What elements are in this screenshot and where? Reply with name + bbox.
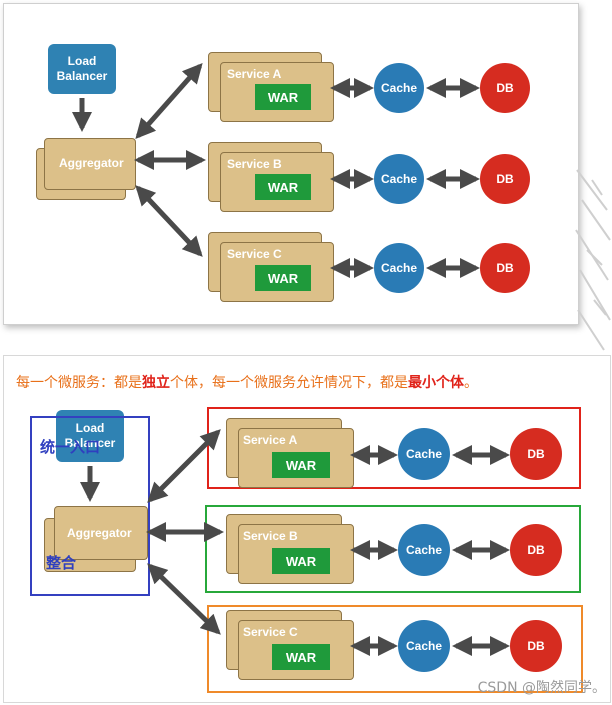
service-c-highlight-box [207, 605, 583, 693]
service-a-label-2: Service A [243, 433, 298, 447]
cache-label: Cache [405, 639, 443, 653]
service-a-db-2: DB [510, 428, 562, 480]
cache-label: Cache [380, 261, 418, 275]
caption-part-4: 最小个体 [408, 375, 464, 391]
service-b-highlight-box [205, 505, 581, 593]
service-b-cache-2: Cache [398, 524, 450, 576]
caption-part-3: 个体，每一个微服务允许情况下，都是 [170, 375, 408, 391]
war-label: WAR [267, 179, 299, 195]
service-a-cache: Cache [374, 63, 424, 113]
load-balancer-box: Load Balancer [48, 44, 116, 94]
db-label: DB [496, 172, 514, 186]
cache-label: Cache [405, 543, 443, 557]
war-label: WAR [285, 457, 317, 473]
war-label: WAR [285, 649, 317, 665]
service-c-war: WAR [255, 265, 311, 291]
aggregator-label: Aggregator [59, 156, 124, 170]
war-label: WAR [267, 89, 299, 105]
service-c-card-2: Service C [238, 620, 354, 680]
service-c-db: DB [480, 243, 530, 293]
unified-entry-label: 统一入口 [40, 438, 101, 456]
caption-part-5: 。 [464, 375, 478, 391]
service-b-db: DB [480, 154, 530, 204]
decorative-scribble [575, 169, 611, 351]
service-b-label: Service B [227, 157, 282, 171]
caption: 每一个微服务：都是独立个体，每一个微服务允许情况下，都是最小个体。 [16, 372, 478, 392]
war-label: WAR [267, 270, 299, 286]
war-label: WAR [285, 553, 317, 569]
caption-part-1: 每一个微服务：都是 [16, 375, 142, 391]
service-c-war-2: WAR [272, 644, 330, 670]
cache-label: Cache [380, 172, 418, 186]
service-a-cache-2: Cache [398, 428, 450, 480]
service-b-war: WAR [255, 174, 311, 200]
service-c-card: Service C [220, 242, 334, 302]
service-b-label-2: Service B [243, 529, 298, 543]
service-a-war: WAR [255, 84, 311, 110]
service-a-war-2: WAR [272, 452, 330, 478]
integrate-label: 整合 [46, 554, 77, 572]
gateway-group-box [30, 416, 150, 596]
service-a-label: Service A [227, 67, 282, 81]
service-c-cache-2: Cache [398, 620, 450, 672]
service-c-db-2: DB [510, 620, 562, 672]
aggregator-box: Aggregator [44, 138, 136, 190]
load-balancer-label-2: Load Balancer [64, 421, 116, 450]
caption-part-2: 独立 [142, 375, 170, 391]
service-c-cache: Cache [374, 243, 424, 293]
service-c-label: Service C [227, 247, 282, 261]
service-c-label-2: Service C [243, 625, 298, 639]
service-b-war-2: WAR [272, 548, 330, 574]
service-a-db: DB [480, 63, 530, 113]
aggregator-label-2: Aggregator [67, 526, 132, 540]
load-balancer-box-2: Load Balancer [56, 410, 124, 462]
aggregator-box-2: Aggregator [54, 506, 148, 560]
db-label: DB [527, 543, 545, 557]
load-balancer-label: Load Balancer [56, 54, 108, 83]
cache-label: Cache [380, 81, 418, 95]
db-label: DB [496, 261, 514, 275]
watermark: CSDN @陶然同学。 [477, 680, 606, 696]
db-label: DB [527, 639, 545, 653]
db-label: DB [496, 81, 514, 95]
service-b-db-2: DB [510, 524, 562, 576]
db-label: DB [527, 447, 545, 461]
cache-label: Cache [405, 447, 443, 461]
service-b-cache: Cache [374, 154, 424, 204]
